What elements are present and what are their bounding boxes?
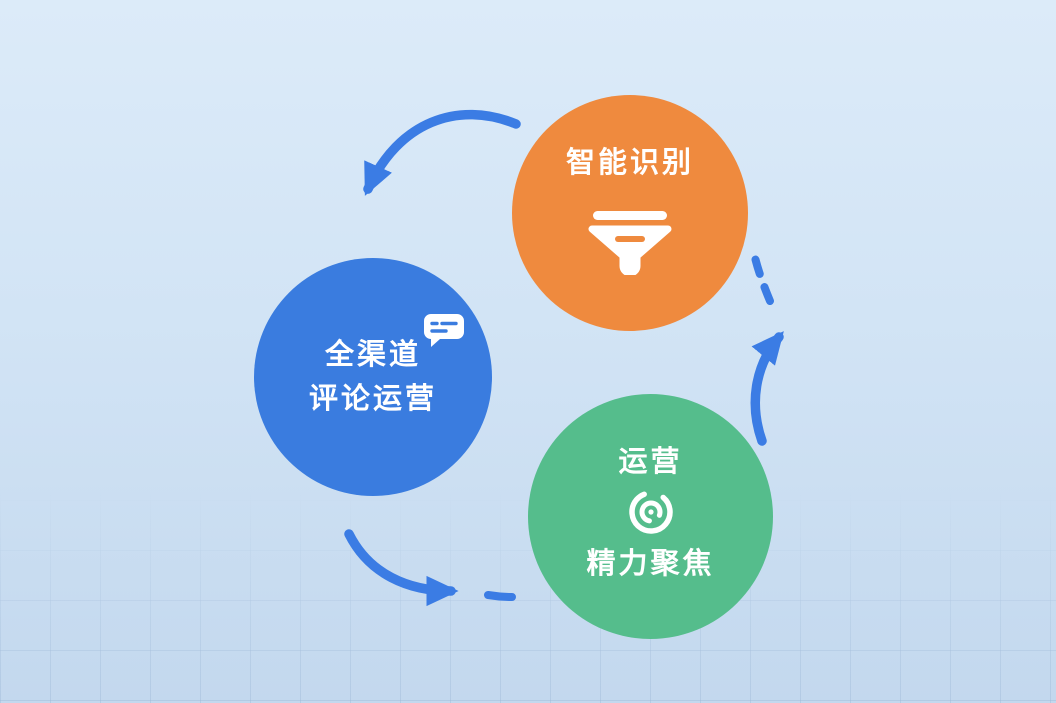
node-omnichannel-label-line1: 全渠道: [324, 339, 421, 371]
node-recognition: 智能识别: [512, 95, 748, 331]
chat-bubble-icon: [424, 314, 464, 347]
node-focus-label-bottom: 精力聚焦: [586, 548, 715, 580]
node-focus: 运营 精力聚焦: [528, 394, 773, 639]
funnel-icon: [588, 211, 672, 275]
node-recognition-label: 智能识别: [565, 147, 694, 179]
node-omnichannel-label-line2: 评论运营: [308, 383, 437, 415]
node-omnichannel: 全渠道 评论运营: [254, 258, 492, 496]
node-focus-label-top: 运营: [618, 446, 683, 478]
focus-target-icon: [628, 490, 673, 534]
